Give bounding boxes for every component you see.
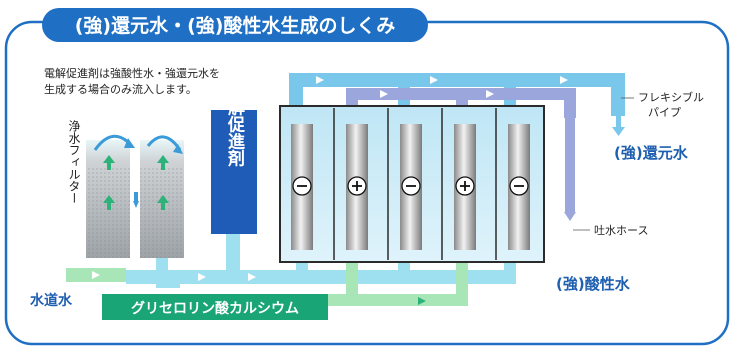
flow-arrow-icon — [198, 273, 206, 281]
water-filter — [86, 134, 184, 258]
reduced-outlet — [612, 116, 625, 136]
page-title: (強)還元水・(強)酸性水生成のしくみ — [75, 14, 396, 37]
glycerin-label: グリセロリン酸カルシウム — [131, 300, 299, 317]
reduced-water-manifold — [289, 73, 625, 116]
electrolyte-box — [211, 110, 257, 234]
tap-water-label: 水道水 — [30, 292, 73, 309]
acidic-water-label: (強)酸性水 — [556, 275, 631, 293]
flow-arrow-icon — [157, 195, 169, 203]
drain-hose-label: 吐水ホース — [594, 224, 648, 237]
flow-arrow-icon — [486, 90, 494, 98]
flow-arrow-icon — [103, 195, 115, 203]
green-pipe-right — [352, 262, 468, 306]
flow-arrow-icon — [380, 90, 388, 98]
note-line-1: 電解促進剤は強酸性水・強還元水を — [44, 66, 220, 80]
pipe-arrows — [92, 76, 568, 281]
glycerin-badge — [102, 294, 328, 320]
supply-pipe — [126, 270, 406, 284]
flexible-pipe-line-2: パイプ — [648, 106, 681, 119]
flow-arrow-icon — [248, 273, 256, 281]
filter-label-group: 浄水フィルター — [67, 120, 81, 204]
flow-arrow-icon — [103, 155, 115, 163]
riser-1 — [296, 260, 308, 274]
flow-arrow-icon — [612, 127, 625, 136]
flow-arrow-icon — [560, 76, 568, 84]
flow-arrow-icon — [564, 212, 576, 221]
flexible-pipe-line-1: フレキシブル — [638, 90, 704, 104]
flow-arrow-icon — [430, 76, 438, 84]
electrolyte-label: 電解促進剤 — [224, 81, 246, 167]
acidic-branch-2 — [456, 94, 468, 108]
flow-arrow-icon — [133, 201, 139, 208]
filter-label: 浄水フィルター — [67, 120, 81, 204]
flow-arrow-icon — [316, 76, 324, 84]
title-banner — [42, 8, 428, 42]
acidic-outlet — [564, 212, 576, 221]
reduced-water-label: (強)還元水 — [614, 144, 689, 162]
electrolyte-drop — [226, 230, 240, 284]
flow-arrow-icon — [92, 271, 100, 279]
note-line-2: 生成する場合のみ流入します。 — [44, 82, 197, 96]
flow-arrow-icon — [418, 297, 426, 305]
flow-arrow-icon — [157, 155, 169, 163]
